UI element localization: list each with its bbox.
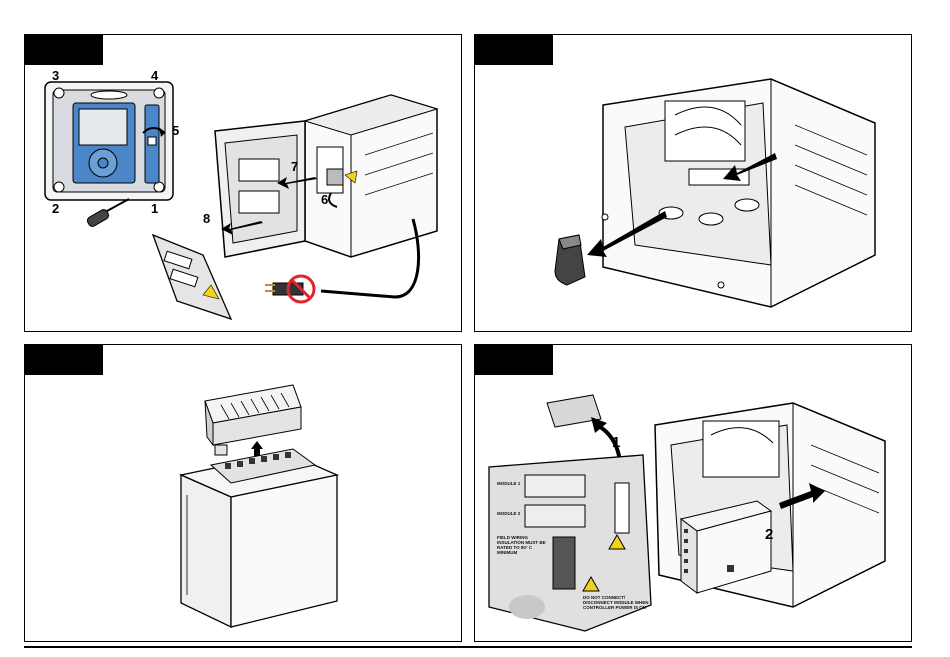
module-body <box>181 449 337 627</box>
terminal-connector <box>205 385 301 455</box>
panel-step-2-remove-cover <box>474 34 912 332</box>
panel-step-4-install-module: 1 2 MODULE 1 MODULE 2 FIELD WIRING INSUL… <box>474 344 912 642</box>
screwdriver-icon <box>86 199 129 228</box>
corner-label: 2 <box>52 201 59 216</box>
step-label: 8 <box>203 211 210 226</box>
controller-front-panel <box>45 82 173 200</box>
step-label: 6 <box>321 192 328 207</box>
panel4-illustration <box>475 345 911 641</box>
corner-label: 3 <box>52 68 59 83</box>
page-bottom-rule <box>24 646 912 648</box>
step-label: 2 <box>765 526 773 543</box>
controller-enclosure <box>215 95 437 257</box>
panel-step-3-remove-connector <box>24 344 462 642</box>
panel1-illustration <box>25 35 461 331</box>
corner-label: 1 <box>151 201 158 216</box>
disconnect-warning: DO NOT CONNECT/ DISCONNECT MODULE WHEN C… <box>583 595 649 610</box>
step-label: 5 <box>172 123 179 138</box>
corner-label: 4 <box>151 68 158 83</box>
field-wiring-warning: FIELD WIRING INSULATION MUST BE RATED TO… <box>497 535 547 555</box>
module-1-label: MODULE 1 <box>497 481 520 486</box>
panel2-illustration <box>475 35 911 331</box>
removed-slot-cover <box>555 235 585 285</box>
controller-enclosure-open <box>602 79 875 307</box>
step-label: 1 <box>612 434 620 451</box>
removed-cover-plate <box>153 235 231 319</box>
module-2-label: MODULE 2 <box>497 511 520 516</box>
panel-step-1-open-controller: 3 4 2 1 5 6 7 8 <box>24 34 462 332</box>
panel3-illustration <box>25 345 461 641</box>
step-label: 7 <box>291 159 298 174</box>
